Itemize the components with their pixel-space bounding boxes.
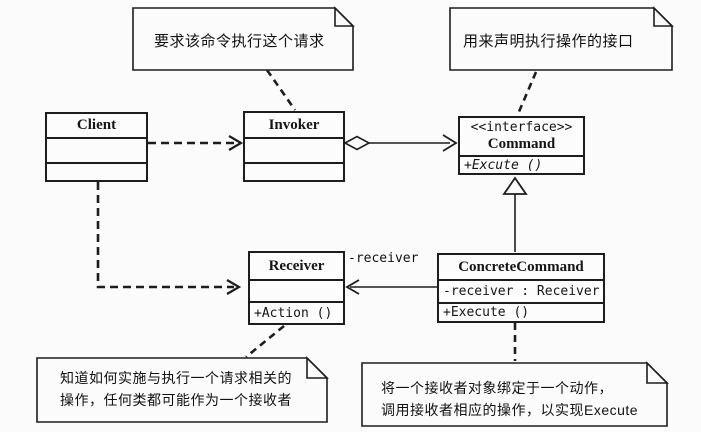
class-receiver-operation: +Action () [250,301,343,323]
class-receiver-name: Receiver [268,257,325,274]
class-command-header: <<interface>> Command [460,118,583,155]
receiver-role-label: -receiver [348,251,419,266]
arrowhead-client-receiver [226,279,242,295]
class-client-operations-empty [47,162,146,180]
note-bottom-left-text: 知道如何实施与执行一个请求相关的 操作，任何类都可能作为一个接收者 [60,367,292,411]
class-command-name: Command [487,136,556,152]
note-anchor-receiver-bottomleft [245,324,285,359]
note-bottom-right-line2: 调用接收者相应的操作，以实现Execute [381,402,639,418]
note-fold-icon-top-right [653,6,674,27]
arrowhead-concretecommand-receiver [345,279,360,295]
note-bottom-left-line2: 操作，任何类都可能作为一个接收者 [60,392,292,408]
realization-triangle [502,176,528,195]
class-invoker-name: Invoker [268,116,320,133]
aggregation-diamond-invoker [343,135,371,151]
class-client-attributes-empty [47,137,146,162]
note-bottom-left-line1: 知道如何实施与执行一个请求相关的 [60,370,292,386]
class-client-name: Client [76,117,117,133]
note-fold-icon-bottom-right [646,361,669,384]
class-invoker-attributes-empty [245,137,343,162]
note-anchor-topleft-invoker [265,69,297,111]
note-bottom-right-line1: 将一个接收者对象绑定于一个动作， [381,380,613,396]
class-client: Client [45,112,148,182]
note-top-right-text: 用来声明执行操作的接口 [463,33,634,50]
class-concrete-command: ConcreteCommand -receiver : Receiver +Ex… [437,253,605,323]
class-receiver-attributes-empty [250,279,343,301]
arrowhead-invoker-command [442,134,458,152]
note-fold-icon-top-left [334,6,355,27]
note-anchor-topright-command [516,71,538,115]
note-top-left-text: 要求该命令执行这个请求 [154,33,325,50]
dependency-line-client-receiver [96,182,234,289]
class-concrete-command-attribute: -receiver : Receiver [439,279,603,302]
class-command-operation: +Excute () [460,155,583,173]
class-concrete-command-name: ConcreteCommand [458,258,584,275]
note-shape-bottom-right [361,362,668,427]
class-invoker: Invoker [243,111,345,182]
class-invoker-operations-empty [245,162,343,180]
note-shape-bottom-left [36,357,328,423]
note-bottom-right-text: 将一个接收者对象绑定于一个动作， 调用接收者相应的操作，以实现Execute [381,377,638,421]
class-command-stereotype: <<interface>> [470,120,573,135]
note-shape-top-right [449,7,673,71]
class-receiver: Receiver +Action () [248,251,345,325]
note-shape-top-left [132,7,354,71]
arrowhead-client-invoker [228,135,244,151]
class-command: <<interface>> Command +Excute () [458,116,585,175]
note-fold-icon-bottom-left [306,356,329,379]
class-concrete-command-operation: +Execute () [439,302,603,321]
